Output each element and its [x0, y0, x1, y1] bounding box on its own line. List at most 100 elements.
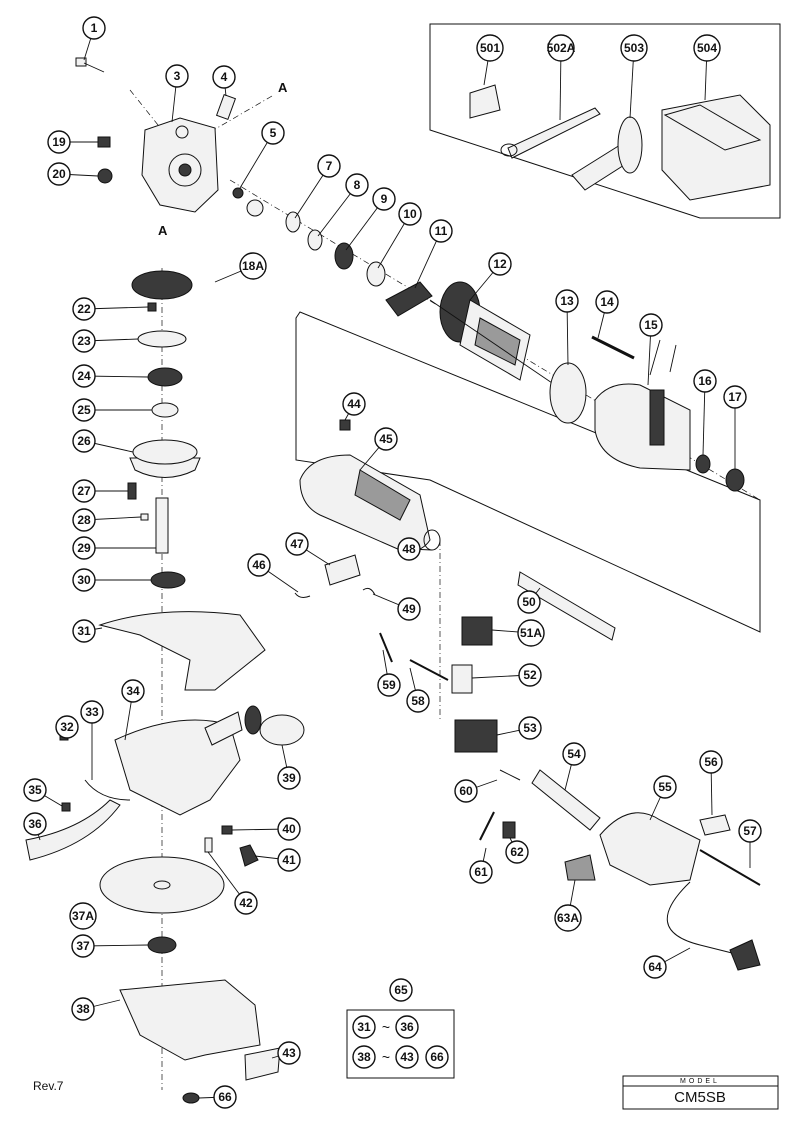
part-switch: [461, 616, 493, 646]
svg-text:26: 26: [77, 434, 91, 448]
callout-44: 44: [342, 392, 366, 416]
callout-45: 45: [374, 427, 398, 451]
svg-text:13: 13: [560, 294, 574, 308]
callout-33: 33: [80, 700, 104, 724]
callout-65: 65: [389, 978, 413, 1002]
svg-text:1: 1: [91, 21, 98, 35]
svg-text:24: 24: [77, 369, 91, 383]
callout-23: 23: [72, 329, 96, 353]
part-wrench-502a: [507, 107, 601, 159]
callout-52: 52: [518, 663, 542, 687]
part-stator: [594, 339, 691, 471]
kit-row1-sep: ~: [382, 1019, 390, 1035]
callout-53: 53: [518, 716, 542, 740]
callout-60: 60: [454, 779, 478, 803]
callout-55: 55: [653, 775, 677, 799]
marker-a-top: A: [278, 80, 288, 95]
svg-text:19: 19: [52, 135, 66, 149]
svg-text:62: 62: [510, 845, 524, 859]
svg-text:64: 64: [648, 960, 662, 974]
svg-text:23: 23: [77, 334, 91, 348]
svg-text:37: 37: [76, 939, 90, 953]
svg-text:41: 41: [282, 853, 296, 867]
part-bearing-holder: [385, 281, 433, 317]
callout-32: 32: [55, 715, 79, 739]
part-cap: [259, 714, 305, 746]
callout-20: 20: [47, 162, 71, 186]
callout-61: 61: [469, 860, 493, 884]
svg-text:40: 40: [282, 822, 296, 836]
svg-text:44: 44: [347, 397, 361, 411]
kit-row2-to: 43: [400, 1050, 414, 1064]
part-knob: [97, 168, 113, 184]
svg-text:14: 14: [600, 295, 614, 309]
callout-30: 30: [72, 568, 96, 592]
model-caption: MODEL: [680, 1078, 720, 1085]
svg-text:12: 12: [493, 257, 507, 271]
callout-49: 49: [397, 597, 421, 621]
callout-37: 37: [71, 934, 95, 958]
svg-text:22: 22: [77, 302, 91, 316]
svg-text:35: 35: [28, 783, 42, 797]
callout-27: 27: [72, 479, 96, 503]
callout-504: 504: [693, 34, 721, 62]
part-spiral-gear: [131, 270, 193, 300]
callout-8: 8: [345, 173, 369, 197]
part-nozzle-501: [469, 84, 501, 119]
callout-57: 57: [738, 819, 762, 843]
accessory-frame: [429, 23, 781, 219]
callout-25: 25: [72, 398, 96, 422]
svg-text:52: 52: [523, 668, 537, 682]
callout-58: 58: [406, 689, 430, 713]
svg-text:27: 27: [77, 484, 91, 498]
callout-39: 39: [277, 766, 301, 790]
motor-section-frame: [295, 311, 761, 633]
svg-text:29: 29: [77, 541, 91, 555]
part-spindle: [155, 497, 169, 554]
svg-text:3: 3: [174, 69, 181, 83]
callout-48: 48: [397, 537, 421, 561]
svg-text:17: 17: [728, 390, 742, 404]
part-brush-holder: [454, 719, 498, 753]
svg-text:53: 53: [523, 721, 537, 735]
svg-text:50: 50: [522, 595, 536, 609]
svg-text:15: 15: [644, 318, 658, 332]
part-plug: [729, 939, 761, 971]
svg-text:25: 25: [77, 403, 91, 417]
part-dust-cover: [114, 719, 241, 816]
callout-42: 42: [234, 891, 258, 915]
svg-text:48: 48: [402, 542, 416, 556]
svg-text:10: 10: [403, 207, 417, 221]
callout-24: 24: [72, 364, 96, 388]
callout-503: 503: [620, 34, 648, 62]
callout-12: 12: [488, 252, 512, 276]
svg-text:501: 501: [480, 41, 500, 55]
callout-51a: 51A: [517, 619, 545, 647]
callout-29: 29: [72, 536, 96, 560]
callout-40: 40: [277, 817, 301, 841]
callout-13: 13: [555, 289, 579, 313]
kit-row2-extra: 66: [430, 1050, 444, 1064]
svg-text:39: 39: [282, 771, 296, 785]
callout-4: 4: [212, 65, 236, 89]
model-box: [622, 1075, 779, 1110]
callout-28: 28: [72, 508, 96, 532]
part-pinion: [246, 199, 264, 217]
svg-text:4: 4: [221, 70, 228, 84]
kit-box: [346, 1009, 455, 1079]
part-guide-tray: [119, 979, 261, 1061]
svg-text:54: 54: [567, 747, 581, 761]
part-armature: [429, 281, 556, 386]
part-packing-gland: [129, 457, 201, 478]
callout-35: 35: [23, 778, 47, 802]
svg-text:16: 16: [698, 374, 712, 388]
part-handle: [599, 812, 701, 886]
svg-text:51A: 51A: [520, 626, 542, 640]
callout-502a: 502A: [547, 34, 576, 62]
svg-text:60: 60: [459, 784, 473, 798]
part-wheel-blade: [99, 856, 225, 914]
callout-56: 56: [699, 750, 723, 774]
svg-text:28: 28: [77, 513, 91, 527]
svg-text:57: 57: [743, 824, 757, 838]
callout-41: 41: [277, 848, 301, 872]
